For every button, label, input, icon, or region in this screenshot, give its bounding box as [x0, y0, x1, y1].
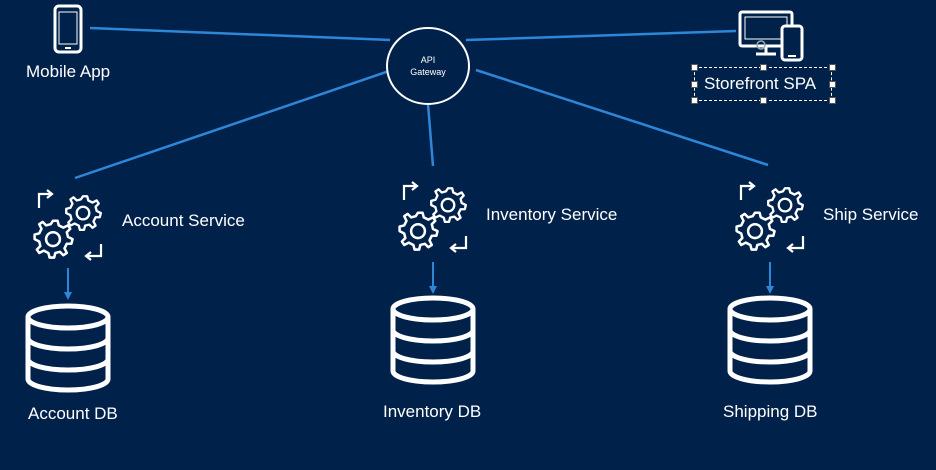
gateway-label: API Gateway [398, 54, 458, 78]
account-db-label: Account DB [28, 404, 118, 423]
gears-icon [35, 190, 101, 260]
database-icon [28, 306, 108, 390]
database-icon [393, 298, 473, 382]
resize-handle[interactable] [691, 97, 698, 104]
resize-handle[interactable] [760, 97, 767, 104]
shipping-db-label: Shipping DB [723, 402, 818, 421]
connector-mobile-gateway [89, 26, 391, 42]
desktop-and-phone-icon [738, 10, 804, 62]
storefront-spa-label[interactable]: Storefront SPA [704, 74, 817, 93]
resize-handle[interactable] [829, 64, 836, 71]
database-icon [730, 298, 810, 382]
resize-handle[interactable] [691, 81, 698, 88]
connector-gateway-inventory [426, 103, 435, 167]
resize-handle[interactable] [829, 97, 836, 104]
ship-service-label: Ship Service [823, 205, 919, 224]
connector-gateway-account [74, 68, 393, 180]
account-service-label: Account Service [122, 211, 245, 230]
gears-icon [737, 182, 803, 252]
mobile-phone-icon [53, 4, 83, 54]
inventory-service-label: Inventory Service [486, 205, 618, 224]
resize-handle[interactable] [829, 81, 836, 88]
connectors [64, 26, 774, 300]
connector-gateway-ship [475, 68, 769, 167]
gateway-label-line2: Gateway [410, 67, 446, 77]
resize-handle[interactable] [691, 64, 698, 71]
gateway-label-line1: API [420, 55, 436, 65]
connector-gateway-storefront [465, 29, 737, 42]
gateway-circle [386, 27, 470, 105]
inventory-db-label: Inventory DB [383, 402, 482, 421]
resize-handle[interactable] [760, 64, 767, 71]
mobile-app-label: Mobile App [26, 62, 111, 81]
gears-icon [400, 182, 466, 252]
